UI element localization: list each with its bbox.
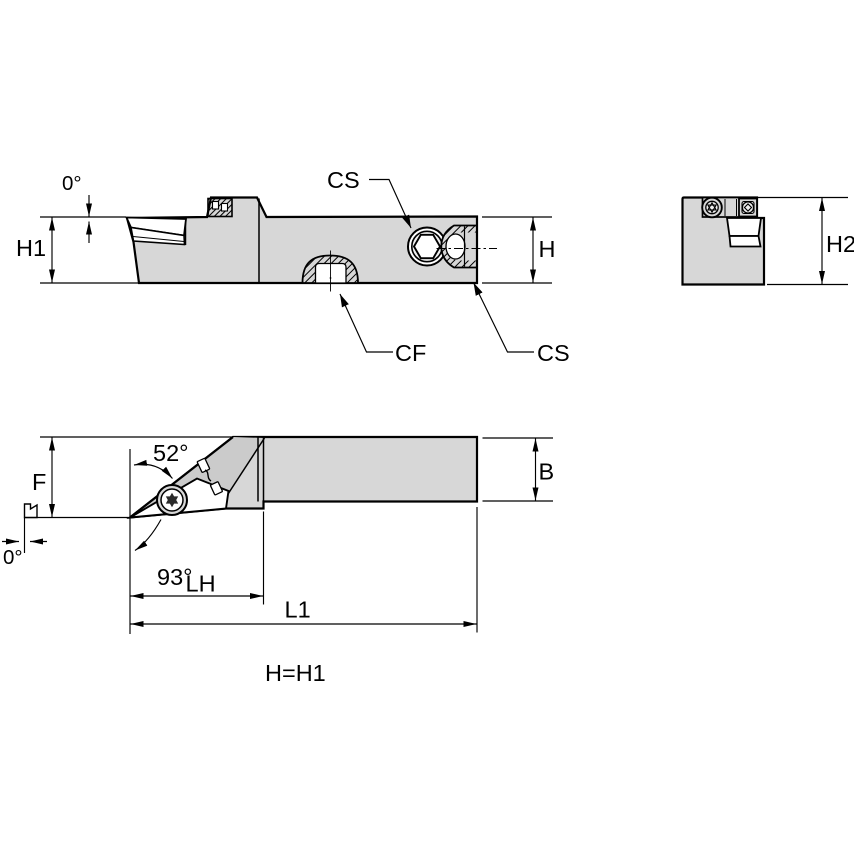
insert-torx-screw	[156, 484, 188, 516]
dim-h1: H1	[16, 216, 138, 284]
dim-b: B	[482, 437, 555, 502]
dim-h2: H2	[758, 196, 854, 286]
hex-socket-screw	[407, 226, 447, 267]
label-52: 52°	[153, 440, 189, 466]
label-f: F	[32, 469, 46, 495]
dim-zero-side: 0°	[62, 172, 92, 243]
label-l1: L1	[285, 597, 311, 623]
dim-f: F	[32, 437, 55, 517]
label-93: 93°	[157, 564, 193, 590]
torx-screw-left	[701, 196, 723, 219]
dim-angle-52: 52°	[133, 440, 189, 479]
shim-line	[132, 236, 185, 242]
label-h2: H2	[826, 231, 854, 257]
coolant-plug	[436, 224, 497, 269]
dim-lh: LH	[130, 571, 263, 599]
label-zero-top: 0°	[3, 546, 23, 569]
profile-symbol	[23, 503, 38, 519]
side-view: H1 0° H CS CF CS	[16, 167, 570, 366]
label-lh: LH	[186, 571, 216, 597]
note-h-equals-h1: H=H1	[265, 660, 326, 686]
label-h1: H1	[16, 235, 46, 261]
label-b: B	[539, 459, 555, 485]
label-cf: CF	[395, 340, 426, 366]
label-cs-top: CS	[327, 167, 360, 193]
end-insert	[725, 217, 763, 237]
head-slant-edge	[129, 436, 234, 519]
end-view: H2	[681, 196, 854, 286]
dim-zero-top: 0°	[2, 503, 130, 569]
label-zero-side: 0°	[62, 172, 82, 195]
label-cs-side: CS	[537, 340, 570, 366]
label-h: H	[539, 236, 556, 262]
clamp-spring-detail	[196, 457, 223, 496]
coolant-port-cf	[301, 250, 359, 292]
dim-angle-93: 93°	[134, 519, 193, 590]
clamp-screw-detail	[207, 197, 233, 218]
leader-cs-top: CS	[327, 167, 412, 229]
leader-cf: CF	[339, 293, 426, 366]
dim-h: H	[482, 216, 556, 284]
top-view: F 0° 52° 93° LH L1	[2, 435, 555, 634]
dim-l1: L1	[130, 597, 477, 627]
end-shim	[728, 235, 762, 248]
torx-screw-right	[738, 197, 758, 218]
leader-cs-side: CS	[472, 282, 570, 366]
